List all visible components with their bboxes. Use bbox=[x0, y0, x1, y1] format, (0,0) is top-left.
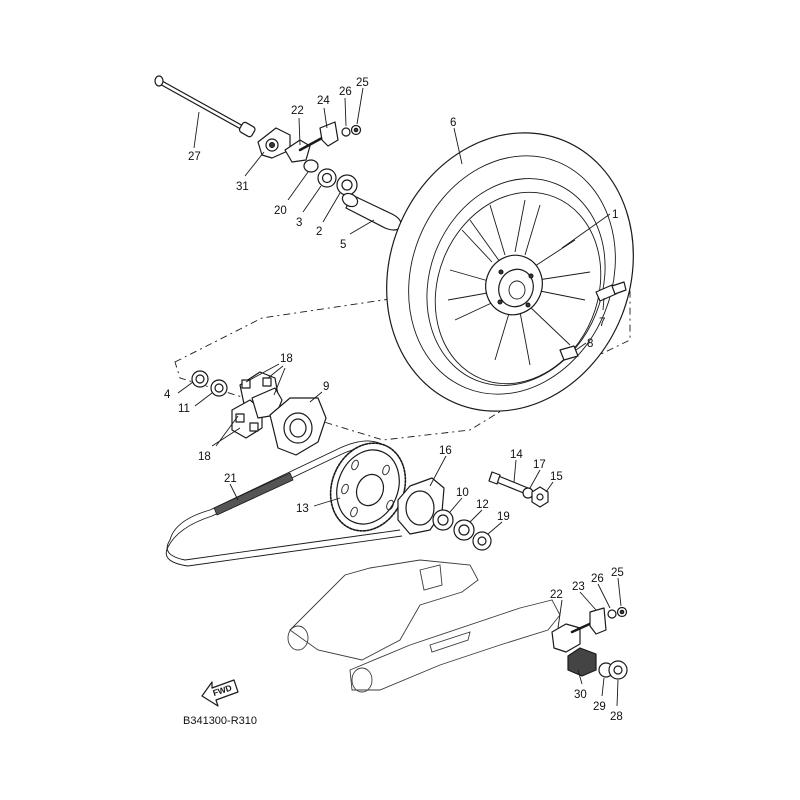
callout-26-lower: 26 bbox=[591, 573, 604, 585]
valve-part bbox=[595, 281, 627, 302]
callout-19: 19 bbox=[497, 511, 510, 523]
chain-adjuster-lower bbox=[551, 606, 628, 680]
callout-26: 26 bbox=[339, 86, 352, 98]
bearing-10-part bbox=[432, 509, 454, 531]
callout-23: 23 bbox=[572, 581, 585, 593]
collar-19-part bbox=[472, 531, 492, 551]
spacer-part bbox=[341, 192, 402, 231]
bolt-part bbox=[488, 471, 529, 495]
callout-9: 9 bbox=[323, 381, 329, 393]
collar-part bbox=[303, 159, 319, 173]
callout-25-lower: 25 bbox=[611, 567, 624, 579]
callout-8: 8 bbox=[587, 338, 593, 350]
callout-18-bottom: 18 bbox=[198, 451, 211, 463]
callout-30: 30 bbox=[574, 689, 587, 701]
oil-seal-part bbox=[191, 370, 209, 388]
driven-sprocket-part bbox=[329, 442, 407, 532]
callout-27: 27 bbox=[188, 151, 201, 163]
callout-15: 15 bbox=[550, 471, 563, 483]
bearing-2-part bbox=[336, 174, 358, 196]
forward-arrow-icon: FWD bbox=[201, 679, 239, 707]
callout-18-top: 18 bbox=[280, 353, 293, 365]
callout-3: 3 bbox=[296, 217, 302, 229]
nut-part bbox=[531, 486, 549, 508]
callout-25: 25 bbox=[356, 77, 369, 89]
axle-part bbox=[154, 75, 256, 138]
callout-22-lower: 22 bbox=[550, 589, 563, 601]
swingarm-outline bbox=[287, 559, 561, 693]
callout-6: 6 bbox=[450, 117, 456, 129]
balance-weight-part bbox=[559, 345, 579, 361]
callout-12: 12 bbox=[476, 499, 489, 511]
figure-code: B341300-R310 bbox=[183, 715, 257, 727]
callout-28: 28 bbox=[610, 711, 623, 723]
sprocket-hub-part bbox=[269, 397, 327, 456]
damper-part bbox=[231, 371, 283, 439]
rear-wheel-part bbox=[386, 132, 634, 412]
callout-31: 31 bbox=[236, 181, 249, 193]
chain-adjuster-upper bbox=[257, 121, 362, 163]
callout-4: 4 bbox=[164, 389, 171, 401]
callout-5: 5 bbox=[340, 239, 346, 251]
bearing-11-part bbox=[210, 379, 228, 397]
bearing-3-part bbox=[317, 168, 337, 188]
leader-lines bbox=[177, 87, 622, 707]
callout-24: 24 bbox=[317, 95, 330, 107]
callout-11: 11 bbox=[178, 403, 190, 415]
callout-16: 16 bbox=[439, 445, 452, 457]
callout-7: 7 bbox=[599, 317, 605, 329]
callout-29: 29 bbox=[593, 701, 606, 713]
callout-22: 22 bbox=[291, 105, 304, 117]
drive-chain-part bbox=[165, 440, 403, 567]
callout-17: 17 bbox=[533, 459, 546, 471]
callout-14: 14 bbox=[510, 449, 523, 461]
callout-labels: 27 31 22 24 26 25 20 3 2 5 6 1 7 8 4 11 … bbox=[164, 77, 624, 723]
bearing-12-part bbox=[453, 519, 475, 541]
callout-10: 10 bbox=[456, 487, 469, 499]
callout-2: 2 bbox=[316, 226, 322, 238]
callout-21: 21 bbox=[224, 473, 237, 485]
callout-1: 1 bbox=[612, 209, 618, 221]
callout-13: 13 bbox=[296, 503, 309, 515]
callout-20: 20 bbox=[274, 205, 287, 217]
